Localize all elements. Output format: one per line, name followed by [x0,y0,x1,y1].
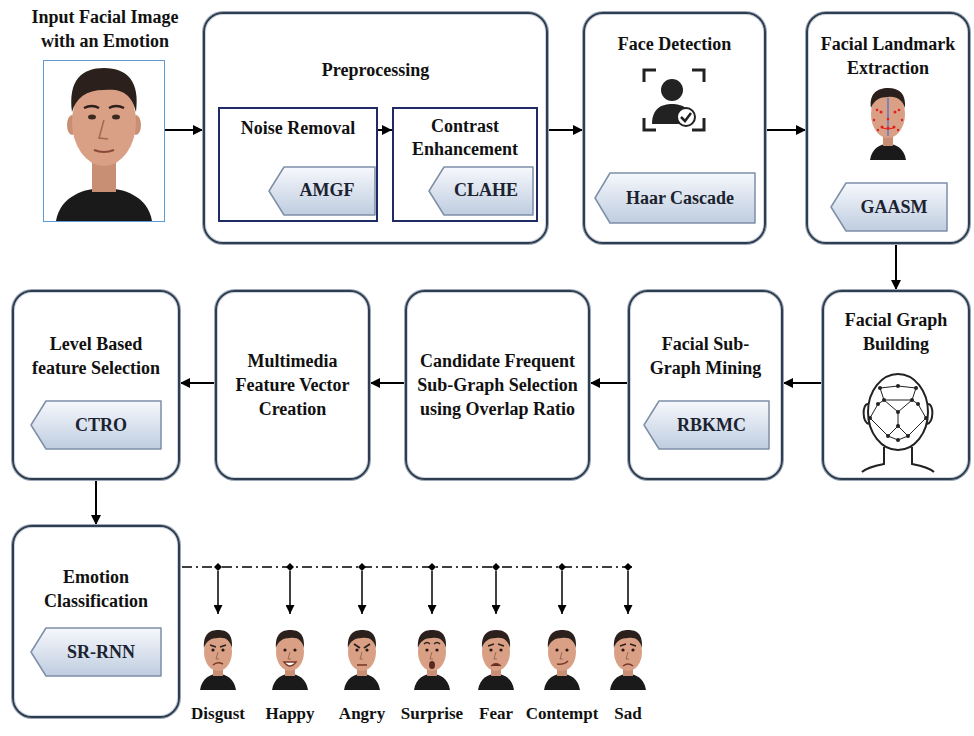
landmark-axis [887,98,889,136]
head-outline [868,374,928,450]
method-tag: CLAHE [428,166,534,216]
detection-brackets [644,70,704,130]
process-box: Face DetectionHaar Cascade [583,12,766,244]
process-box: Emotion ClassificationSR-RNN [12,525,180,718]
landmark-face [870,88,906,160]
process-box: PreprocessingNoise RemovalAMGFContrast E… [203,12,548,244]
emotion-face [544,630,580,690]
step-box: Contrast EnhancementCLAHE [392,107,538,222]
eye [88,115,96,120]
flow-arrow [766,129,806,131]
emotion-label: Surprise [401,704,463,724]
flow-arrow [548,129,583,131]
step-text: Contrast Enhancement [394,115,536,162]
emotion-face [478,630,514,690]
method-text: RBKMC [663,413,750,437]
emotion-label: Disgust [191,704,245,724]
hair [71,68,136,112]
method-text: CLAHE [440,179,522,202]
step-text: Noise Removal [220,117,376,140]
neck-lines [862,447,934,472]
emotion-face [610,630,646,690]
emotion-face [272,630,308,690]
process-box: Facial Sub-Graph MiningRBKMC [628,290,783,480]
graph-points [868,384,928,442]
landmark-points [873,109,903,132]
process-box: Facial Landmark ExtractionGAASM [806,12,970,244]
nose [99,120,108,139]
node-text: Multimedia Feature Vector Creation [217,349,368,422]
method-tag: Haar Cascade [594,172,756,224]
flow-arrow [783,382,822,384]
fanout-arrows [218,571,628,614]
node-text: Emotion Classification [14,565,178,614]
flow-arrow [895,244,897,290]
flow-arrow [165,129,203,131]
method-tag: AMGF [268,166,376,216]
emotion-face [200,630,236,690]
emotion-label: Sad [614,704,641,724]
landmark-mouth [881,127,895,129]
step-box: Noise RemovalAMGF [218,107,378,222]
method-text: GAASM [847,195,932,219]
tag-shape [644,401,769,449]
node-text: Face Detection [585,32,764,56]
emotion-face [414,630,450,690]
process-box: Candidate Frequent Sub-Graph Selection u… [405,290,590,480]
node-text: Facial Landmark Extraction [808,32,968,81]
method-text: SR-RNN [53,640,139,664]
tag-shape [31,628,161,676]
method-tag: SR-RNN [30,627,162,677]
node-text: Preprocessing [205,58,546,82]
check-circle [677,108,695,126]
photo-ground [44,61,164,221]
node-text: Facial Sub-Graph Mining [630,332,781,381]
process-box: Multimedia Feature Vector Creation [215,290,370,480]
face-detection-icon [644,70,704,130]
graph-edges [870,386,926,440]
emotion-label: Fear [479,704,513,724]
input-face-photo [44,61,164,221]
flow-arrow [590,382,628,384]
input-image-frame: Input Facial Image with an Emotion [43,60,165,222]
mouth [94,150,114,152]
flow-arrow [378,129,392,131]
image-heading: Input Facial Image with an Emotion [14,5,196,54]
output-fanout [182,563,632,614]
facial-graph-head [862,374,934,472]
method-text: CTRO [61,413,131,437]
eyebrows [84,106,124,108]
node-text: Facial Graph Building [824,308,968,357]
method-tag: CTRO [30,400,162,450]
process-box: Level Based feature SelectionCTRO [12,290,180,480]
person-head [661,79,683,101]
node-text: Level Based feature Selection [14,332,178,381]
check-mark [681,113,691,121]
method-tag: RBKMC [643,400,770,450]
flow-arrow [370,382,405,384]
emotion-label: Happy [265,704,314,724]
fanout-diamonds [214,563,632,571]
emotion-label: Contempt [526,704,599,724]
emotion-face [344,630,380,690]
tag-shape [31,401,161,449]
tag-shape [269,167,375,215]
emotion-label: Angry [339,704,385,724]
tag-shape [595,173,755,223]
eye [112,115,120,120]
method-text: Haar Cascade [612,186,738,210]
method-tag: GAASM [830,182,948,232]
shirt [870,144,906,160]
process-box: Facial Graph Building [822,290,970,480]
shirt [56,188,152,221]
node-text: Candidate Frequent Sub-Graph Selection u… [407,349,588,422]
tag-shape [429,167,533,215]
method-text: AMGF [286,179,359,202]
tag-shape [831,183,947,231]
flow-arrow [95,480,97,525]
flow-arrow [180,382,215,384]
